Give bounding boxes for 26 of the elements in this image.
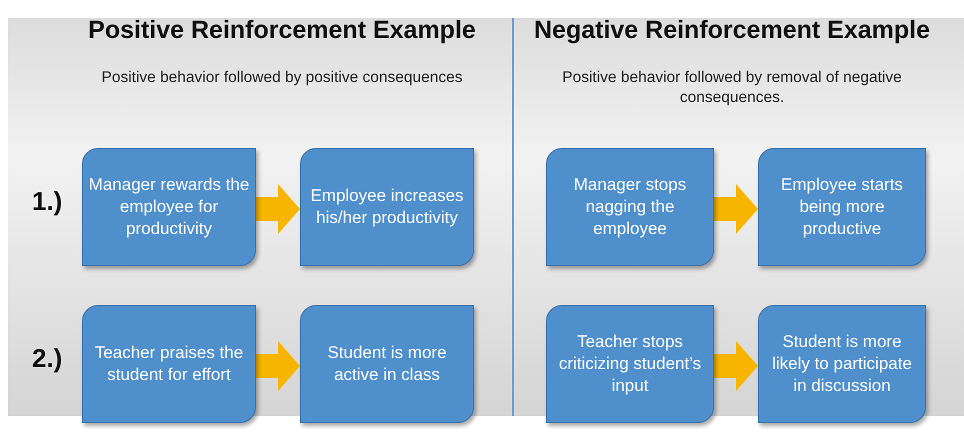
- process-box: [758, 148, 926, 266]
- box-text: Student is more likely to participate in discussion: [771, 331, 913, 397]
- block-arrow: [256, 184, 300, 234]
- box-text: Employee starts being more productive: [780, 174, 904, 240]
- section-heading: Negative Reinforcement Example: [533, 16, 931, 45]
- row-number: 1.): [32, 186, 62, 217]
- box-text: Employee increases his/her productivity: [309, 185, 465, 229]
- row-number: 2.): [32, 343, 62, 374]
- block-arrow: [256, 341, 300, 391]
- section-subtitle: Positive behavior followed by removal of negative consequences.: [561, 68, 903, 108]
- process-box: [82, 148, 256, 266]
- block-arrow: [714, 184, 758, 234]
- block-arrow: [714, 341, 758, 391]
- process-box: [300, 148, 474, 266]
- box-text: Teacher praises the student for effort: [94, 342, 244, 386]
- section-heading: Positive Reinforcement Example: [87, 16, 477, 45]
- box-text: Teacher stops criticizing student’s input: [558, 331, 702, 397]
- process-box: [300, 305, 474, 423]
- box-text: Manager stops nagging the employee: [572, 174, 688, 240]
- box-text: Manager rewards the employee for productivity: [88, 174, 250, 240]
- process-box: [758, 305, 926, 423]
- box-text: Student is more active in class: [326, 342, 448, 386]
- process-box: [546, 305, 714, 423]
- section-subtitle: Positive behavior followed by positive consequences: [100, 68, 464, 88]
- process-box: [546, 148, 714, 266]
- process-box: [82, 305, 256, 423]
